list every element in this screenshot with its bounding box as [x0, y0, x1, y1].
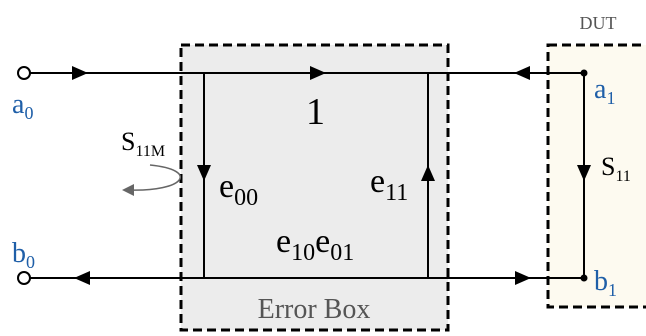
arrow-s11-down [577, 165, 591, 181]
error-box-caption: Error Box [258, 294, 371, 325]
s11m-sweep-arrowhead [122, 184, 134, 196]
error-box [179, 43, 450, 332]
node-b1 [580, 274, 588, 282]
arrow-e00-down [197, 165, 211, 181]
arrow-e11-up [421, 165, 435, 181]
arrow-top-mid-right [310, 66, 326, 80]
label-a0: a0 [12, 89, 33, 123]
dut-caption: DUT [580, 13, 617, 33]
arrow-a0-right [72, 66, 88, 80]
label-e10e01: e10e01 [276, 223, 354, 266]
node-a1 [580, 69, 588, 77]
port-b0-terminal [17, 271, 31, 285]
arrow-b0-left [74, 271, 90, 285]
label-one: 1 [306, 91, 325, 133]
arrow-b1-right [515, 271, 531, 285]
s11m-sweep-arrow [127, 164, 182, 191]
label-s11m: S11M [121, 127, 165, 160]
port-a0-terminal [17, 66, 31, 80]
label-b1: b1 [594, 266, 617, 300]
label-e11: e11 [370, 163, 408, 206]
dut-box [546, 43, 646, 309]
label-s11: S11 [601, 152, 631, 185]
label-a1: a1 [594, 74, 615, 108]
label-b0: b0 [12, 238, 35, 272]
label-e00: e00 [219, 168, 258, 211]
arrow-a1-left [514, 66, 530, 80]
